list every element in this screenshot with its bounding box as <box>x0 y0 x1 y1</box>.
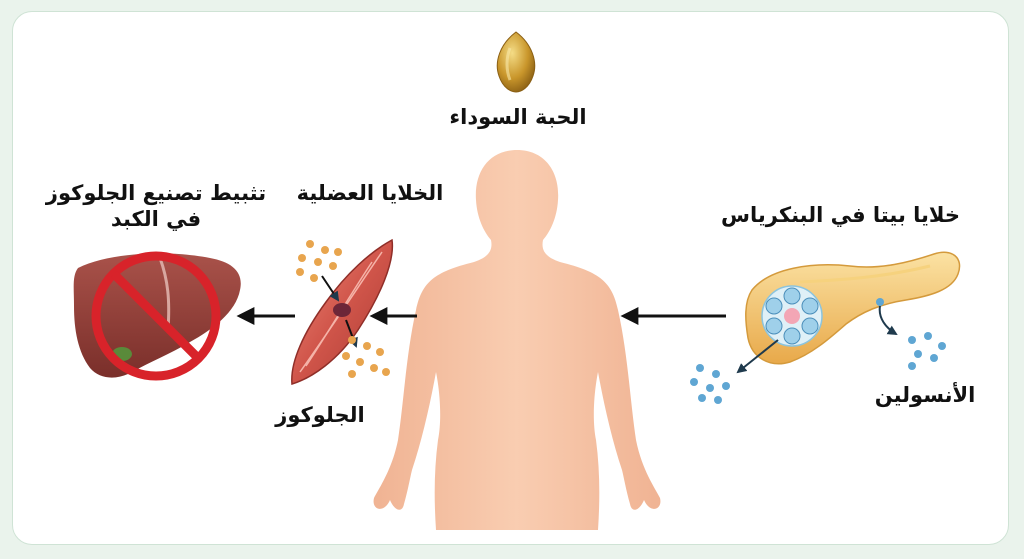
muscle-cell-icon <box>291 238 394 385</box>
insulin-particles-icon <box>690 332 946 404</box>
insulin-label: الأنسولين <box>874 383 976 407</box>
nigella-seed-icon <box>496 31 536 93</box>
seed-label: الحبة السوداء <box>449 105 587 129</box>
human-body-icon <box>373 150 661 530</box>
prohibited-icon <box>91 251 221 381</box>
muscle-label: الخلايا العضلية <box>296 181 444 205</box>
liver-label-line1: تثبيط تصنيع الجلوكوز <box>45 181 267 205</box>
beta-cell-cluster-icon <box>761 285 823 347</box>
pancreas-label: خلايا بيتا في البنكرياس <box>721 203 960 227</box>
glucose-particles-icon <box>296 240 390 378</box>
liver-label-line2: في الكبد <box>110 207 202 231</box>
glucose-label: الجلوكوز <box>275 403 365 427</box>
